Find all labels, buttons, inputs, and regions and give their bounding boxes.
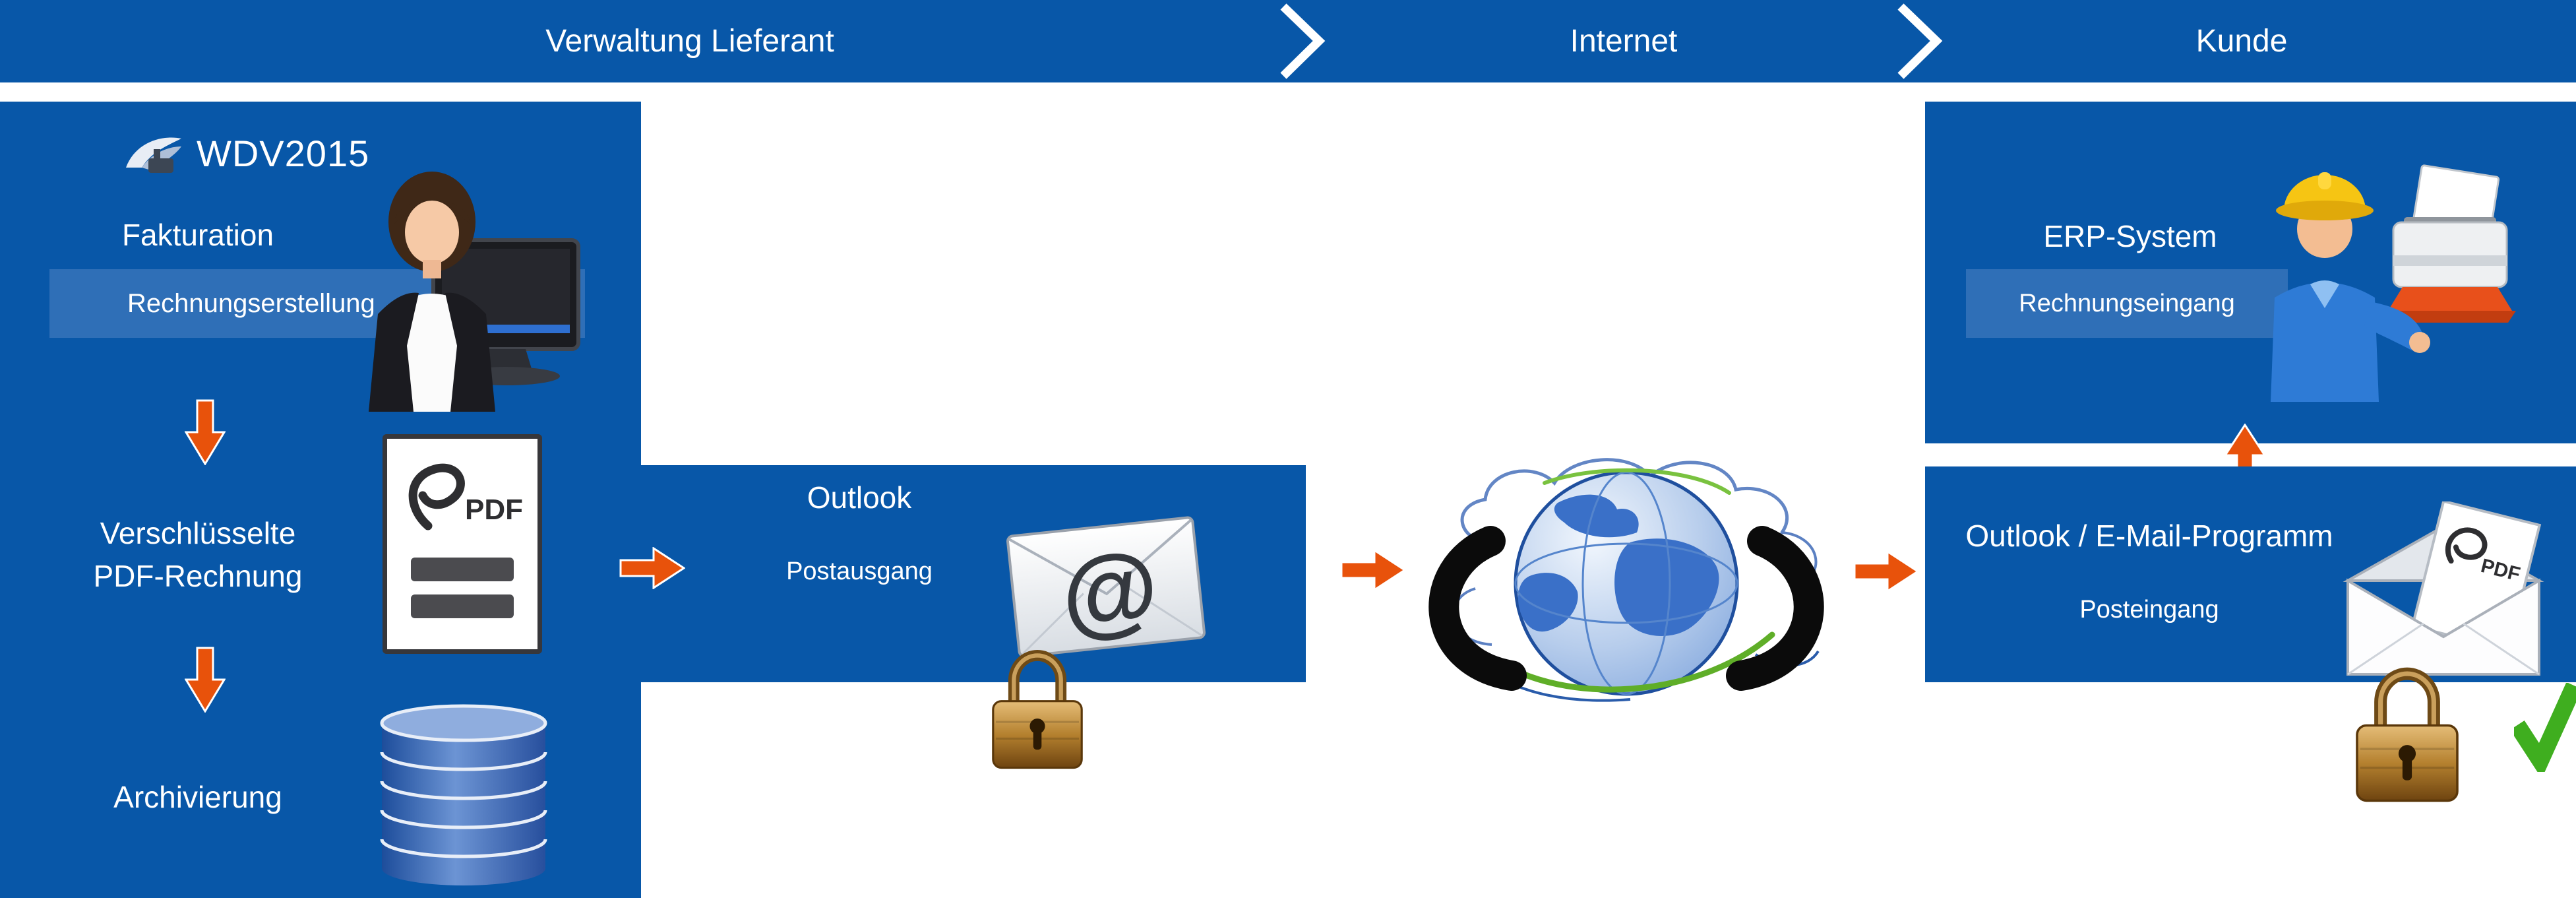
email-envelope-icon: @ bbox=[1006, 516, 1206, 658]
encrypted-pdf-line2: PDF-Rechnung bbox=[93, 559, 303, 593]
wdv-logo-icon bbox=[126, 137, 181, 173]
header-section-internet: Internet bbox=[1570, 24, 1678, 59]
chevron-right-icon bbox=[1897, 3, 1943, 79]
rechnungseingang-band: Rechnungseingang bbox=[1966, 269, 2288, 338]
mail-program-title: Outlook / E-Mail-Programm bbox=[1965, 519, 2333, 553]
arrow-outgoing-to-internet-icon bbox=[1340, 549, 1406, 591]
pdf-document-icon: PDF bbox=[383, 434, 542, 654]
wdv-logo-text: WDV2015 bbox=[197, 132, 370, 174]
arrow-down-icon bbox=[185, 647, 226, 713]
envelope-pocket bbox=[2346, 578, 2540, 676]
opened-envelope-pdf-icon: PDF bbox=[2343, 501, 2544, 676]
fakturation-label: Fakturation bbox=[121, 218, 274, 252]
green-checkmark-icon bbox=[2514, 683, 2576, 772]
wdv-logo: WDV2015 bbox=[122, 129, 369, 177]
printer bbox=[2392, 221, 2508, 288]
header-section-supplier: Verwaltung Lieferant bbox=[545, 24, 834, 59]
rechnungseingang-label: Rechnungseingang bbox=[2019, 290, 2235, 317]
incoming-mail-box: Outlook / E-Mail-Programm Posteingang PD… bbox=[1925, 466, 2576, 802]
erp-box: ERP-System Rechnungseingang bbox=[1925, 102, 2576, 443]
header-section-customer: Kunde bbox=[2195, 24, 2288, 59]
arrow-down-icon bbox=[185, 399, 226, 465]
chevron-right-icon bbox=[1280, 3, 1326, 79]
pdf-label: PDF bbox=[465, 494, 523, 526]
worker-with-printer-illustration bbox=[2271, 164, 2516, 402]
encrypted-pdf-line1: Verschlüsselte bbox=[100, 516, 296, 550]
supplier-panel: WDV2015 Fakturation Rechnungserstellung … bbox=[0, 102, 641, 898]
posteingang-label: Posteingang bbox=[2079, 596, 2219, 624]
padlock-icon bbox=[992, 650, 1083, 769]
clerk-face bbox=[405, 201, 459, 264]
worker-shirt bbox=[2271, 282, 2379, 402]
padlock-icon bbox=[2356, 667, 2459, 802]
black-swoosh-left bbox=[1428, 526, 1527, 691]
archivierung-label: Archivierung bbox=[113, 780, 282, 814]
outgoing-mail-band: Outlook Postausgang @ bbox=[641, 465, 1306, 769]
black-swoosh-right bbox=[1726, 526, 1824, 691]
green-orbit-line bbox=[1495, 631, 1775, 693]
postausgang-label: Postausgang bbox=[786, 558, 933, 585]
encrypted-pdf-label: Verschlüsselte PDF-Rechnung bbox=[0, 512, 396, 598]
erp-title: ERP-System bbox=[2043, 219, 2217, 253]
at-symbol: @ bbox=[1056, 530, 1163, 650]
rechnungserstellung-label: Rechnungserstellung bbox=[127, 289, 375, 318]
archive-database-icon bbox=[380, 704, 547, 885]
arrow-supplier-to-outgoing-icon bbox=[619, 547, 685, 589]
outlook-title: Outlook bbox=[807, 480, 912, 515]
header-bar: Verwaltung Lieferant Internet Kunde bbox=[0, 0, 2576, 82]
internet-globe-illustration bbox=[1428, 458, 1824, 702]
acrobat-swirl-icon bbox=[408, 463, 465, 530]
clerk-with-computer-illustration bbox=[369, 172, 580, 412]
arrow-internet-to-customer-icon bbox=[1853, 550, 1919, 593]
